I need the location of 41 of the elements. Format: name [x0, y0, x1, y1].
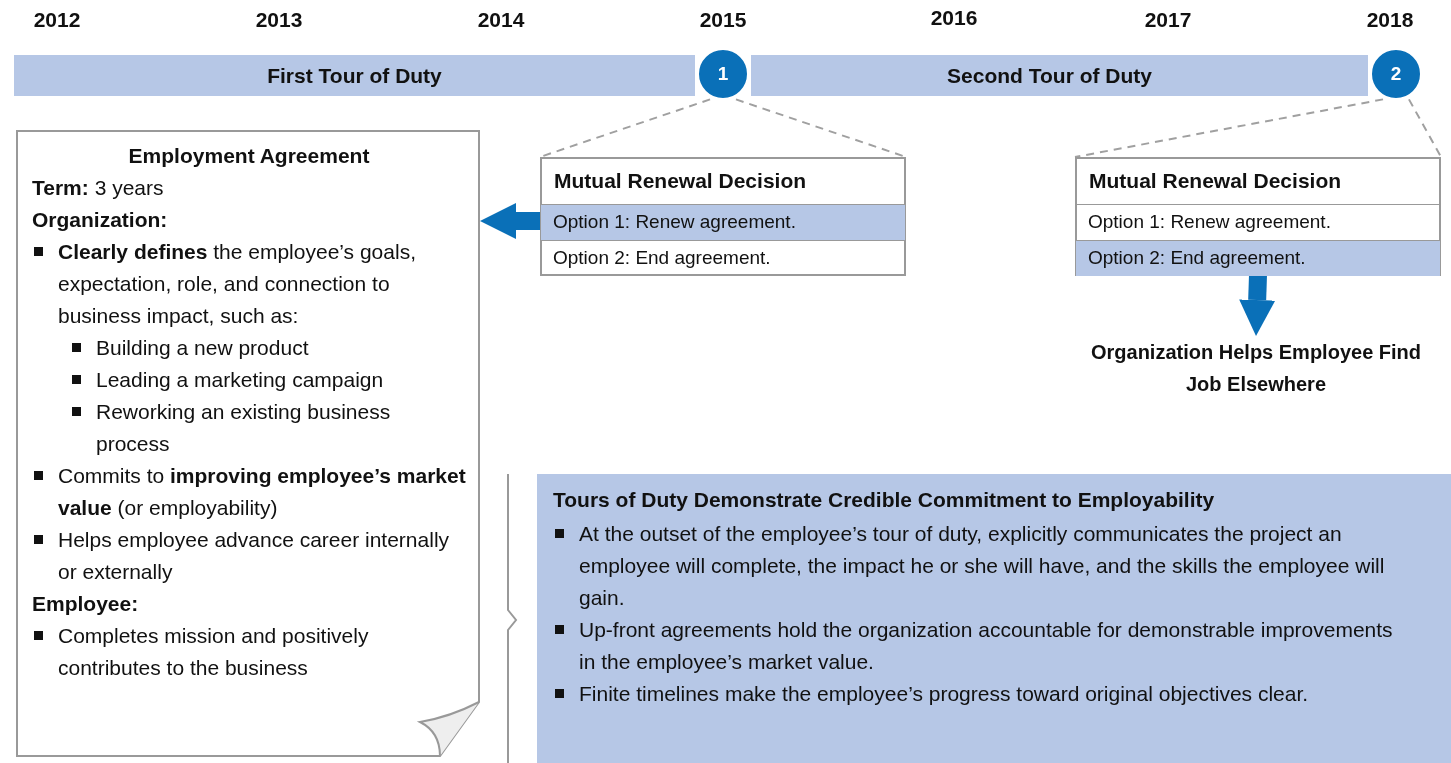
year-label: 2016 [929, 6, 979, 30]
arrow [1239, 274, 1276, 336]
year-label: 2012 [32, 8, 82, 32]
timeline-band [14, 55, 695, 96]
bullet-text: At the outset of the employee’s tour of duty, explicitly communicates the project an employee will complete, the impact he or she will have, and the skills the employee will gain. [579, 522, 1385, 609]
panel-heading: Tours of Duty Demonstrate Credible Commitment to Employability [553, 487, 1216, 513]
year-label: 2015 [698, 8, 748, 32]
timeline-band [751, 55, 1368, 96]
arrow [480, 203, 541, 239]
table-heading: Mutual Renewal Decision [1089, 169, 1342, 193]
bullet-text: Clearly defines the employee’s goals, expectation, role, and connection to business impact, such as: [58, 240, 416, 327]
milestone-number: 1 [717, 63, 729, 85]
dashed-line [1074, 98, 1385, 158]
section-heading: Employee: [32, 591, 140, 617]
option-row: Option 1: Renew agreement. [541, 204, 905, 240]
bullet-text: Commits to improving employee’s market value (or employability) [58, 464, 466, 519]
summary-panel [537, 474, 1451, 763]
table-heading: Mutual Renewal Decision [554, 169, 807, 193]
year-label: 2013 [254, 8, 304, 32]
option-row: Option 2: End agreement. [1076, 240, 1440, 276]
bullet-text: Leading a marketing campaign [96, 368, 384, 391]
dashed-line [1407, 98, 1442, 158]
band-label: First Tour of Duty [267, 63, 442, 88]
term-text: Term: 3 years [32, 175, 165, 201]
decision-table [1075, 157, 1441, 276]
bullet-text: Completes mission and positively contributes to the business [58, 624, 369, 679]
outcome-text: Organization Helps Employee Find Job Elsewhere [1089, 340, 1423, 397]
band-label: Second Tour of Duty [947, 63, 1152, 88]
decision-table [540, 157, 906, 276]
document-heading: Employment Agreement [127, 143, 371, 169]
bullet-text: Finite timelines make the employee’s progress toward original objectives clear. [579, 682, 1309, 705]
year-label: 2014 [476, 8, 526, 32]
bullet-text: Helps employee advance career internally or externally [58, 528, 450, 583]
option-row: Option 2: End agreement. [541, 240, 905, 276]
milestone-circle [696, 47, 750, 101]
bullet-text: Building a new product [96, 336, 309, 359]
year-label: 2018 [1365, 8, 1415, 32]
bullet-text: Up-front agreements hold the organization accountable for demonstrable improvements in the employee’s market value. [579, 618, 1393, 673]
year-label: 2017 [1143, 8, 1193, 32]
milestone-number: 2 [1390, 63, 1402, 85]
section-heading: Organization: [32, 207, 169, 233]
